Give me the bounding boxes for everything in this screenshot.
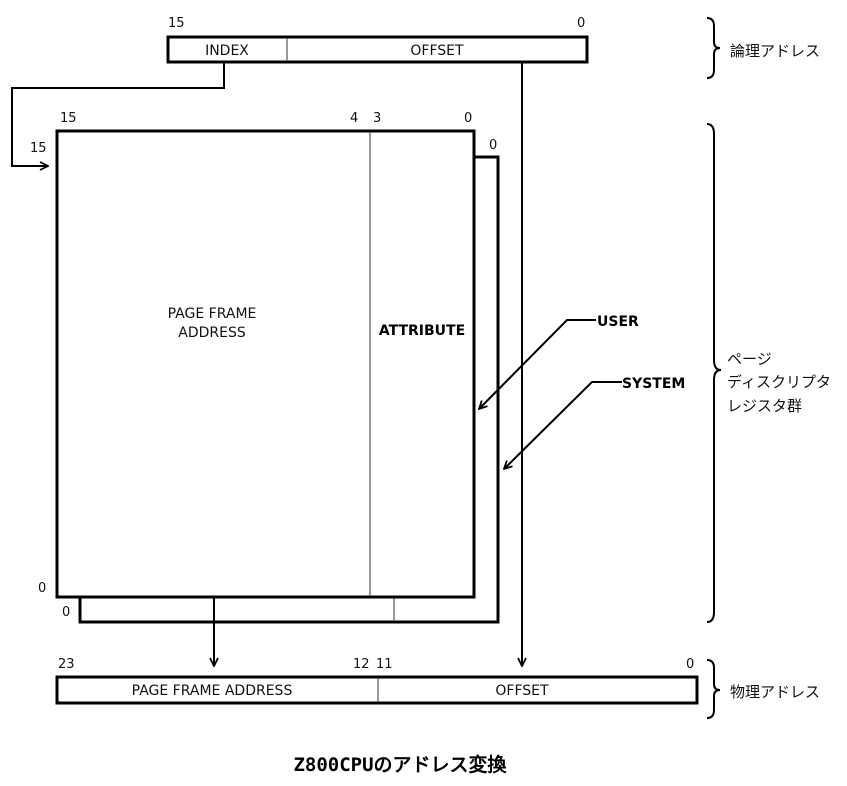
user-pointer-arrow [479,319,596,409]
user-label: USER [597,314,639,330]
desc-bit-3: 3 [373,111,381,126]
logical-bit-15: 15 [168,16,185,31]
phys-bit-12: 12 [353,657,370,672]
page-frame-label-1: PAGE FRAME [168,306,257,322]
physical-brace [706,659,721,719]
physical-address-label: 物理アドレス [730,683,820,701]
desc-row-15: 15 [30,141,47,156]
phys-bit-0: 0 [686,657,694,672]
descriptor-brace [706,123,722,623]
descriptor-label-3: レジスタ群 [727,397,802,415]
offset-field: OFFSET [410,43,464,59]
descriptor-label-2: ディスクリプタ [727,373,831,391]
desc-bit-0: 0 [464,111,472,126]
user-descriptor-register: 15 4 3 0 15 0 PAGE FRAME ADDRESS ATTRIBU… [30,111,476,599]
attribute-label: ATTRIBUTE [379,323,465,339]
back-row-0: 0 [62,605,70,620]
diagram-title: Z800CPUのアドレス変換 [293,753,507,776]
system-pointer-arrow [504,381,622,469]
index-field: INDEX [205,43,249,59]
system-descriptor-register: 0 0 [62,138,500,624]
index-arrow [11,62,225,166]
logical-address-register: 15 0 INDEX OFFSET [166,16,589,64]
phys-bit-11: 11 [376,657,393,672]
desc-bit-15: 15 [60,111,77,126]
logical-brace [706,17,721,79]
phys-offset-field: OFFSET [495,683,549,699]
descriptor-label-1: ページ [727,350,772,368]
physical-address-register: 23 12 11 0 PAGE FRAME ADDRESS OFFSET [55,657,699,705]
system-label: SYSTEM [622,376,685,392]
desc-row-0: 0 [38,581,46,596]
page-frame-label-2: ADDRESS [178,325,246,341]
back-bit-0: 0 [489,138,497,153]
logical-address-label: 論理アドレス [730,42,820,60]
desc-bit-4: 4 [350,111,358,126]
phys-page-frame-field: PAGE FRAME ADDRESS [132,683,293,699]
logical-bit-0: 0 [577,16,585,31]
phys-bit-23: 23 [58,657,75,672]
